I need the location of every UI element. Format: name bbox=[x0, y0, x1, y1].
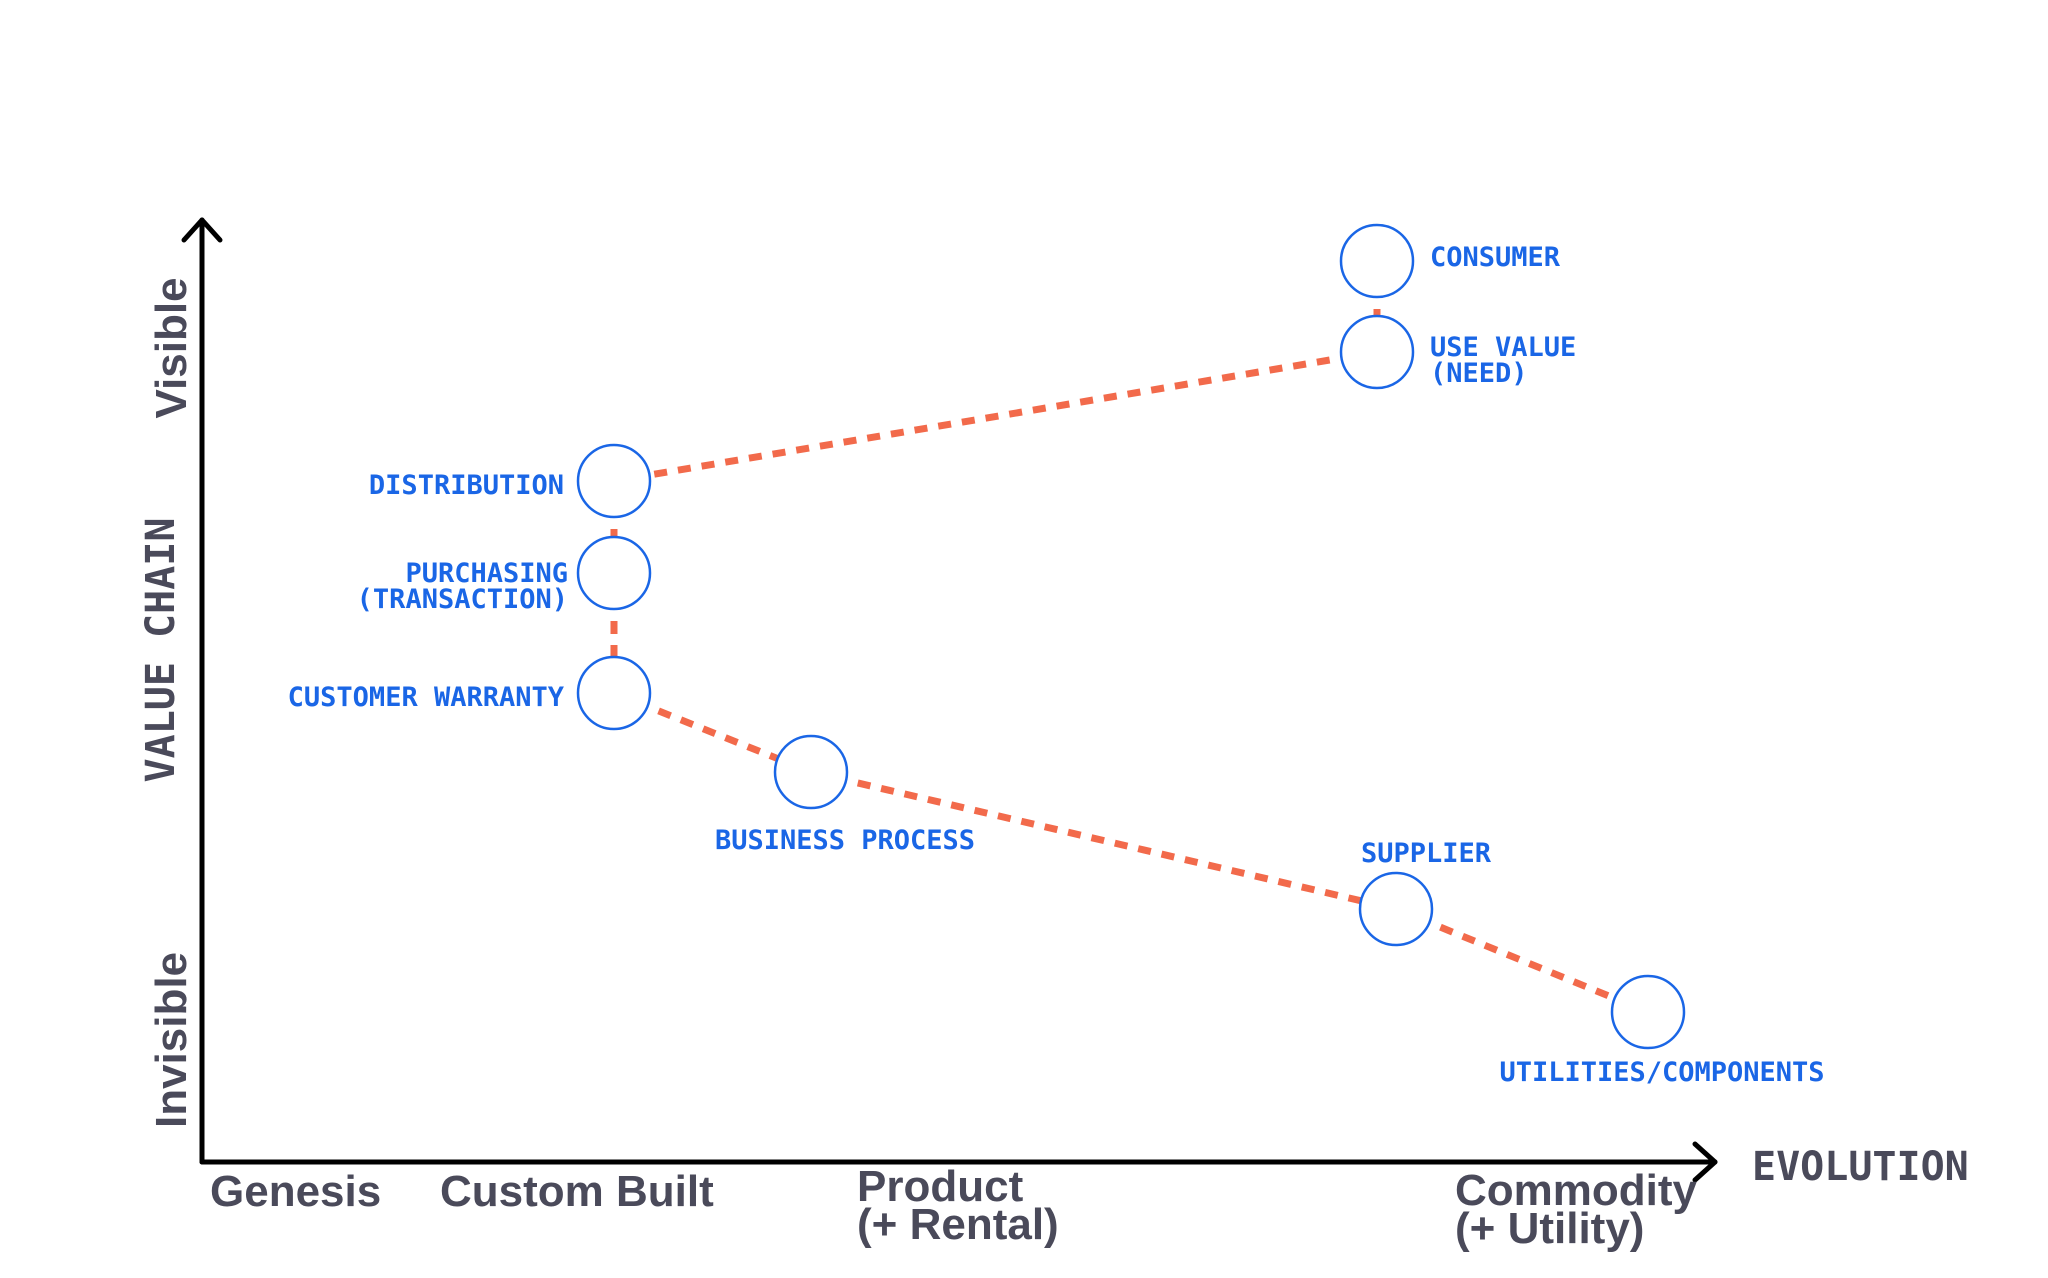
node-customer-warranty[interactable]: CUSTOMER WARRANTY bbox=[288, 655, 652, 731]
node-label-line: CONSUMER bbox=[1430, 242, 1561, 273]
node-label: DISTRIBUTION bbox=[369, 470, 564, 501]
node-circle[interactable] bbox=[1358, 871, 1434, 947]
node-circle[interactable] bbox=[1339, 223, 1415, 299]
node-label-line: (NEED) bbox=[1430, 358, 1528, 389]
node-label-line: USE VALUE bbox=[1430, 332, 1576, 363]
node-consumer[interactable]: CONSUMER bbox=[1339, 223, 1561, 299]
node-label-line: (TRANSACTION) bbox=[357, 584, 568, 615]
node-label: CONSUMER bbox=[1430, 242, 1561, 273]
node-business-process[interactable]: BUSINESS PROCESS bbox=[715, 734, 975, 856]
node-label: PURCHASING(TRANSACTION) bbox=[357, 558, 568, 615]
x-axis-title: EVOLUTION bbox=[1752, 1144, 1969, 1190]
y-axis-bottom-label: Invisible bbox=[147, 952, 196, 1128]
evolution-stage-label: Custom Built bbox=[440, 1167, 714, 1216]
node-circle[interactable] bbox=[576, 655, 652, 731]
evolution-stage-line: Genesis bbox=[210, 1167, 381, 1216]
evolution-stage-line: Custom Built bbox=[440, 1167, 714, 1216]
node-circle[interactable] bbox=[1610, 974, 1686, 1050]
node-circle[interactable] bbox=[576, 443, 652, 519]
evolution-stages: Genesis Custom Built Product(+ Rental) Comm… bbox=[210, 1162, 1698, 1253]
node-label-line: BUSINESS PROCESS bbox=[715, 825, 975, 856]
node-circle[interactable] bbox=[1339, 314, 1415, 390]
node-utilities-components[interactable]: UTILITIES/COMPONENTS bbox=[1499, 974, 1825, 1088]
node-label: SUPPLIER bbox=[1361, 838, 1492, 869]
node-supplier[interactable]: SUPPLIER bbox=[1358, 838, 1492, 947]
evolution-stage-line: Product bbox=[857, 1162, 1024, 1211]
y-axis-title: VALUE CHAIN bbox=[138, 518, 184, 783]
node-label: UTILITIES/COMPONENTS bbox=[1499, 1057, 1824, 1088]
node-circle[interactable] bbox=[773, 734, 849, 810]
node-label-line: PURCHASING bbox=[405, 558, 568, 589]
y-axis-arrow bbox=[181, 217, 223, 243]
y-axis-top-label: Visible bbox=[147, 277, 196, 418]
node-purchasing[interactable]: PURCHASING(TRANSACTION) bbox=[357, 535, 652, 615]
x-axis-arrow bbox=[1692, 1141, 1718, 1183]
evolution-stage-line: (+ Utility) bbox=[1455, 1204, 1644, 1253]
node-label-line: CUSTOMER WARRANTY bbox=[288, 682, 565, 713]
node-label: BUSINESS PROCESS bbox=[715, 825, 975, 856]
node-label: USE VALUE(NEED) bbox=[1430, 332, 1576, 389]
node-label-line: SUPPLIER bbox=[1361, 838, 1492, 869]
node-use-value[interactable]: USE VALUE(NEED) bbox=[1339, 314, 1576, 390]
link-business-process-to-supplier bbox=[810, 768, 1397, 913]
evolution-stage-line: Commodity bbox=[1455, 1166, 1698, 1215]
node-label-line: DISTRIBUTION bbox=[369, 470, 564, 501]
evolution-stage-line: (+ Rental) bbox=[857, 1200, 1059, 1249]
axes bbox=[181, 217, 1718, 1183]
node-label-line: UTILITIES/COMPONENTS bbox=[1499, 1057, 1824, 1088]
evolution-stage-label: Genesis bbox=[210, 1167, 381, 1216]
node-circle[interactable] bbox=[576, 535, 652, 611]
link-supplier-to-utilities-components bbox=[1394, 905, 1650, 1016]
evolution-stage-label: Commodity(+ Utility) bbox=[1455, 1166, 1698, 1253]
link-use-value-to-distribution bbox=[613, 348, 1378, 485]
node-label: CUSTOMER WARRANTY bbox=[288, 682, 565, 713]
node-distribution[interactable]: DISTRIBUTION bbox=[369, 443, 652, 519]
nodes: CONSUMER USE VALUE(NEED) DISTRIBUTION PURCH… bbox=[288, 223, 1825, 1088]
evolution-stage-label: Product(+ Rental) bbox=[857, 1162, 1059, 1249]
